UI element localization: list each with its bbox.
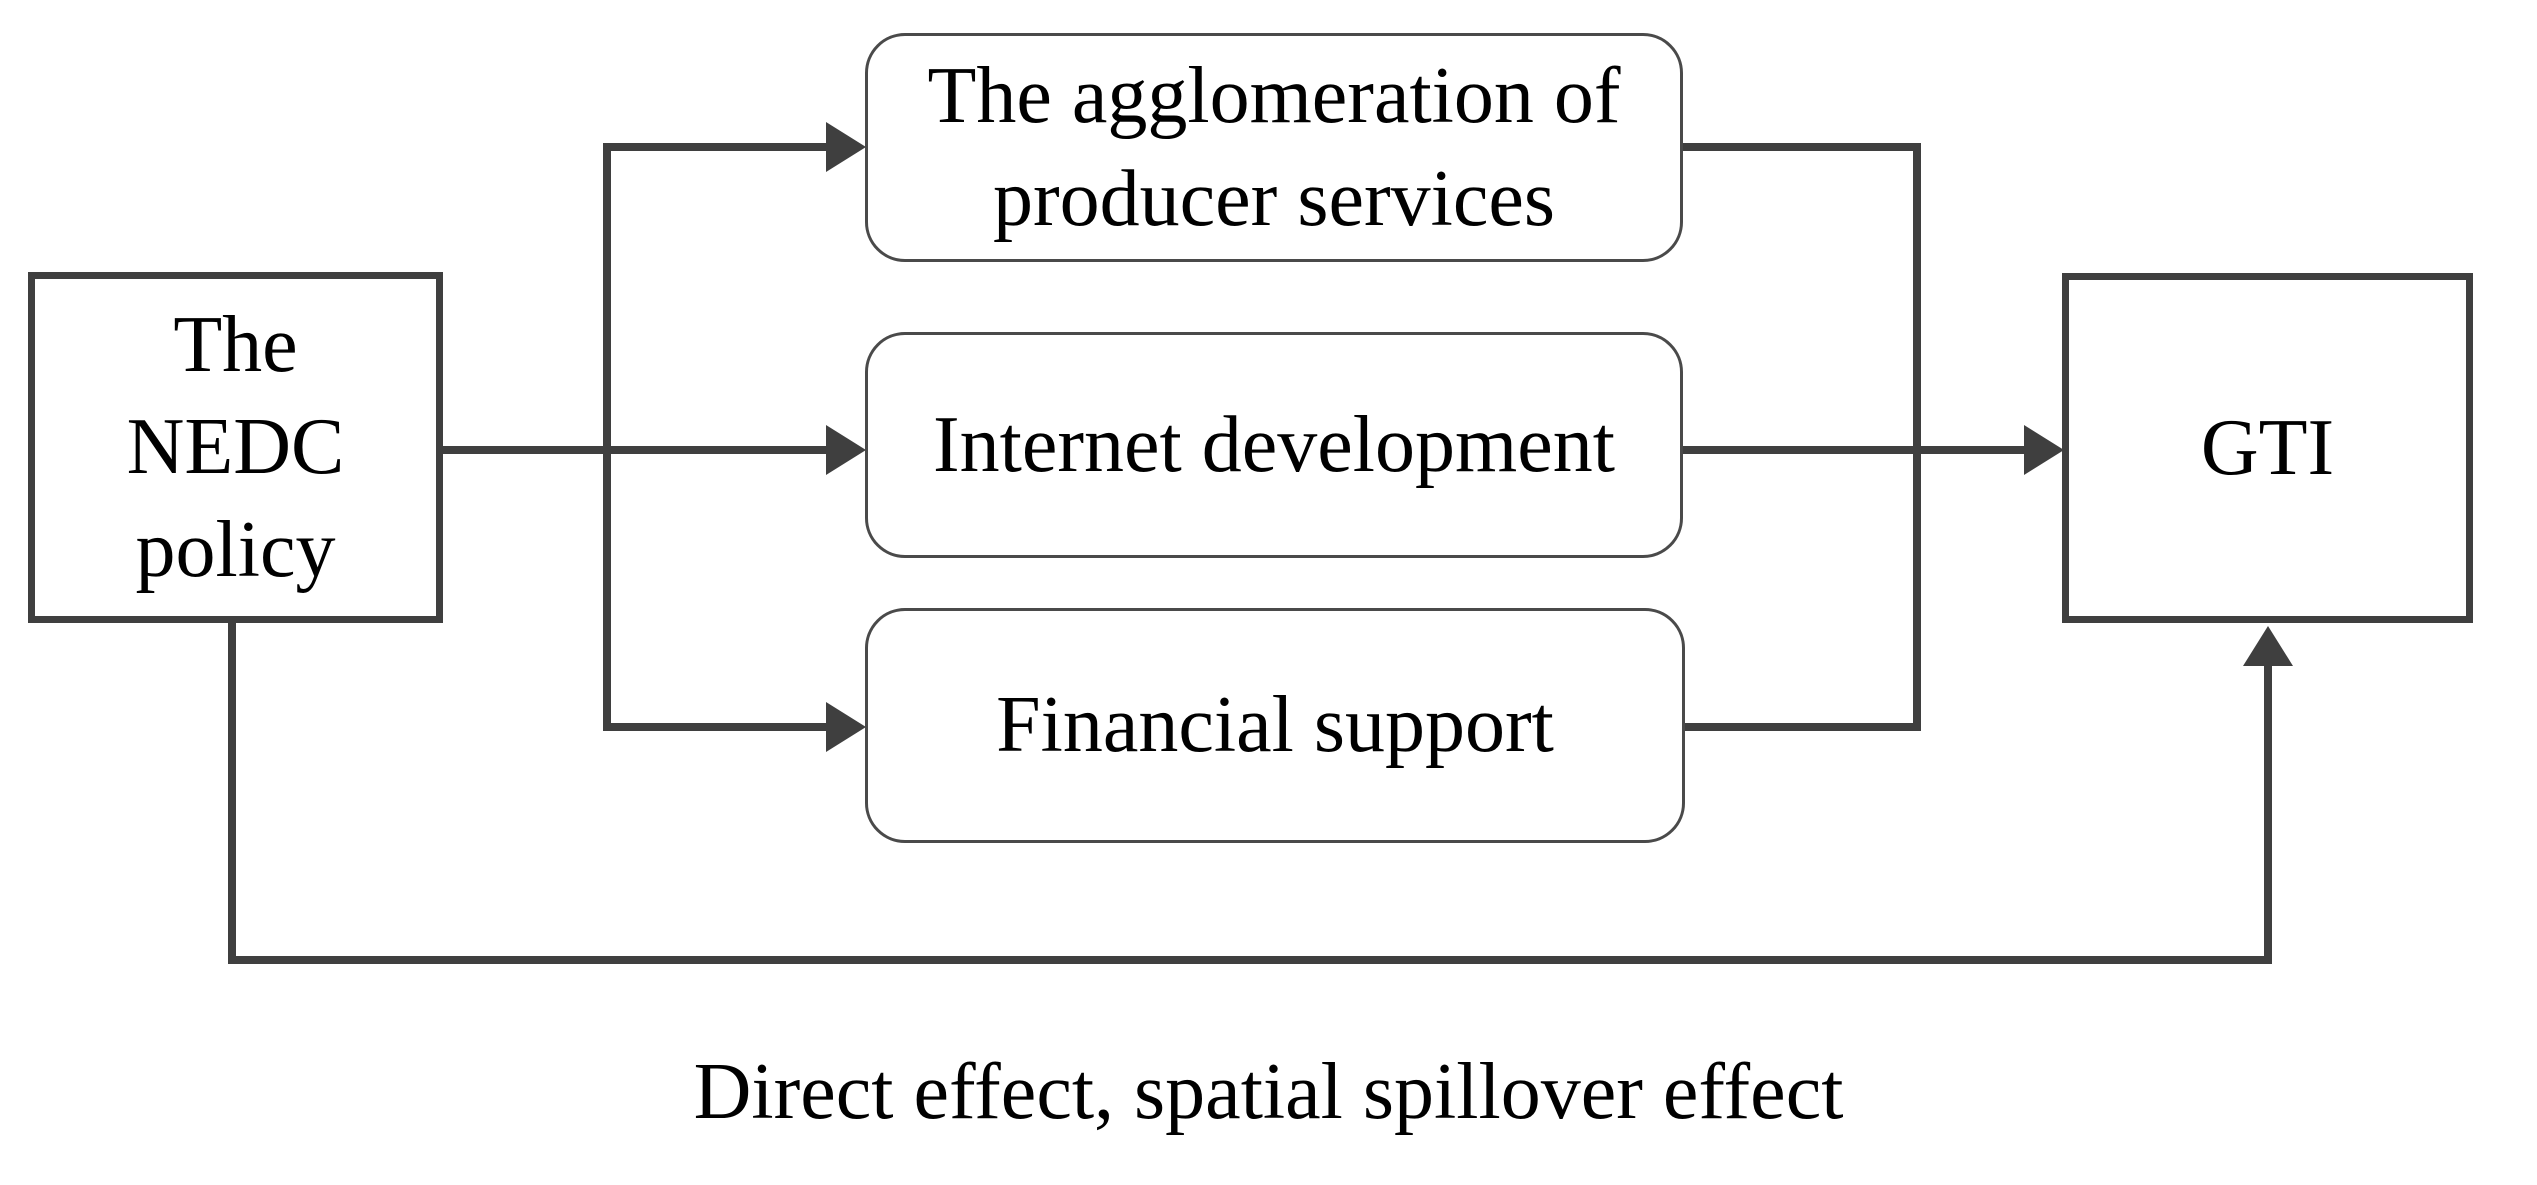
node-agglomeration-producer-services: The agglomeration of producer services	[865, 33, 1683, 262]
node-agglomeration-label: The agglomeration of producer services	[927, 52, 1621, 243]
node-gti-label: GTI	[2200, 403, 2335, 492]
edge-nedc-to-gti-direct	[228, 620, 2272, 964]
node-financial-support: Financial support	[865, 608, 1685, 843]
edge-mediators-to-gti-trunk	[1683, 143, 1921, 731]
arrowhead-into-agglomeration	[826, 122, 866, 172]
node-financial-label: Financial support	[996, 681, 1554, 770]
edge-nedc-branch	[603, 143, 832, 731]
node-internet-development: Internet development	[865, 332, 1683, 558]
arrowhead-into-financial	[826, 702, 866, 752]
node-gti: GTI	[2062, 273, 2473, 623]
arrowhead-into-gti-left	[2024, 425, 2064, 475]
node-internet-label: Internet development	[933, 400, 1615, 489]
arrowhead-into-gti-bottom	[2243, 626, 2293, 666]
arrowhead-into-internet	[826, 425, 866, 475]
node-nedc-policy: The NEDC policy	[28, 272, 443, 623]
diagram-caption: Direct effect, spatial spillover effect	[693, 1048, 1844, 1136]
node-nedc-policy-label: The NEDC policy	[126, 300, 345, 594]
